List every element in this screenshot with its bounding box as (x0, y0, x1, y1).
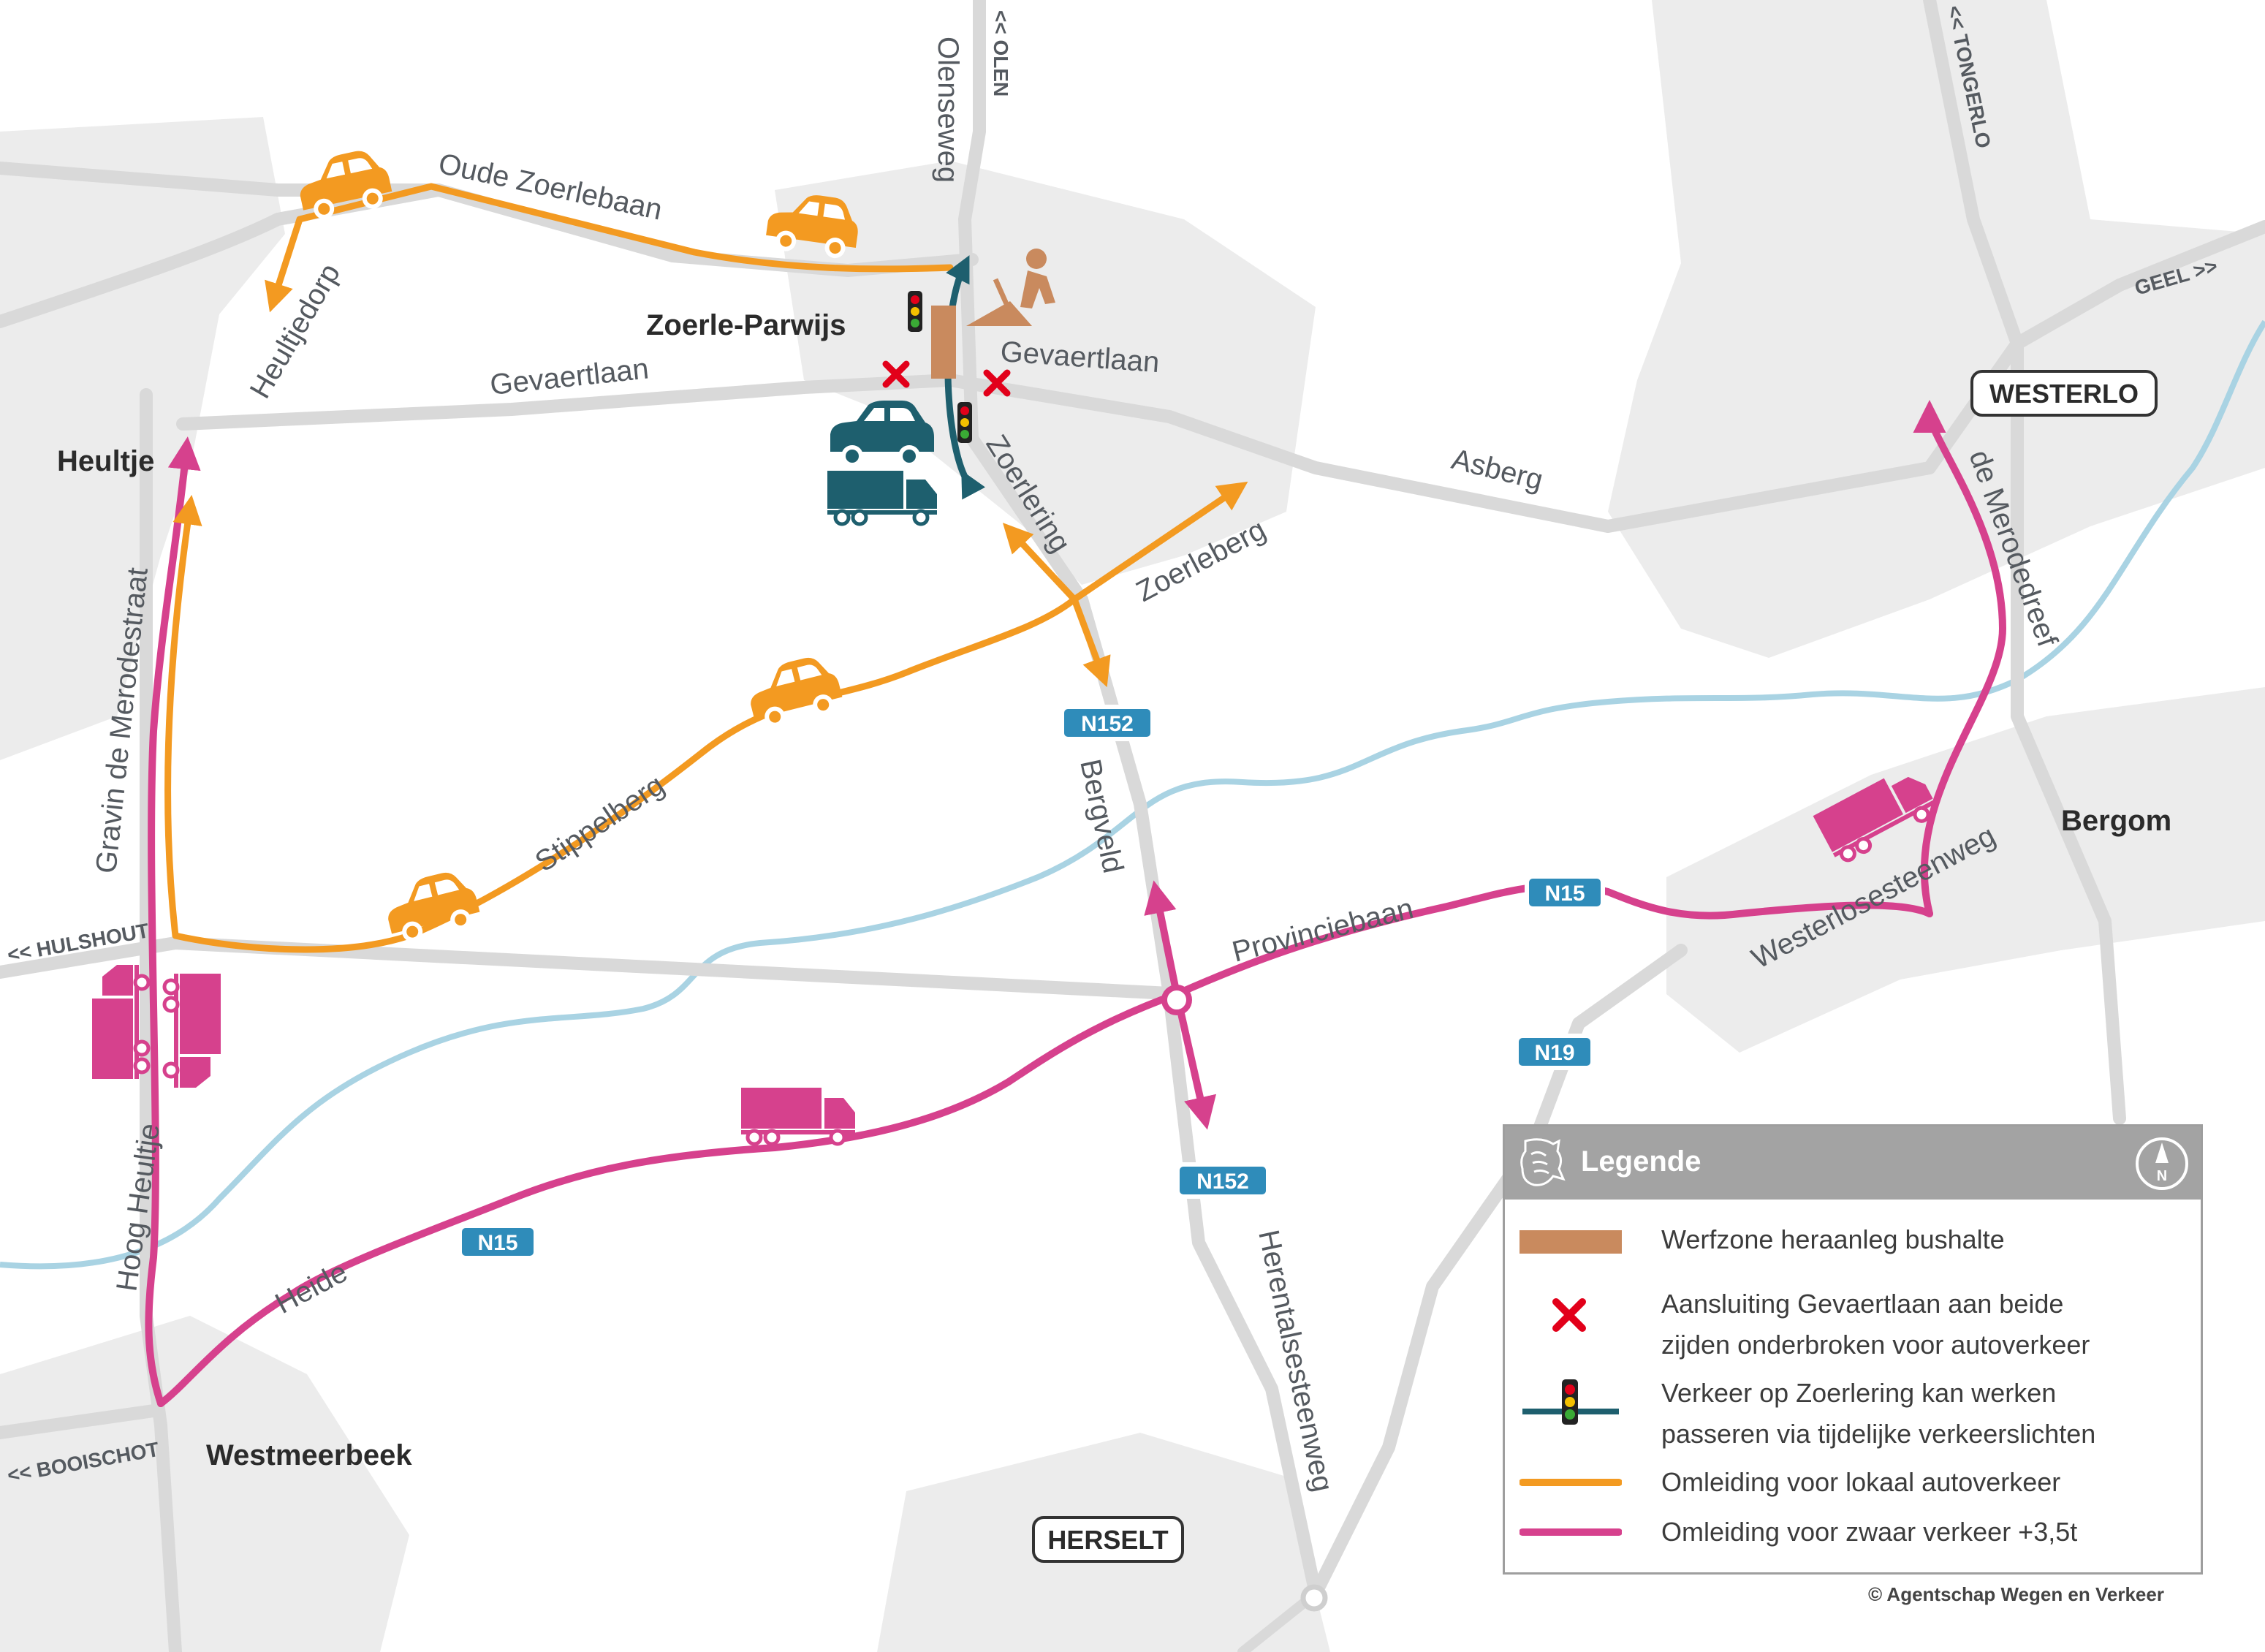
truck-icon-n15 (741, 1088, 855, 1144)
legend-text-local-detour: Omleiding voor lokaal autoverkeer (1661, 1467, 2061, 1497)
legend-text-heavy-detour: Omleiding voor zwaar verkeer +3,5t (1661, 1517, 2078, 1547)
legend-text-traffic-light-2: passeren via tijdelijke verkeerslichten (1661, 1419, 2096, 1449)
street-heide: Heide (270, 1256, 353, 1320)
legend-text-closure-1: Aansluiting Gevaertlaan aan beide (1661, 1289, 2064, 1319)
svg-text:WESTERLO: WESTERLO (1989, 379, 2139, 409)
street-heultjedorp: Heultjedorp (244, 258, 346, 403)
closure-cross-east (983, 369, 1011, 397)
legend-text-closure-2: zijden onderbroken voor autoverkeer (1661, 1330, 2090, 1360)
svg-text:N152: N152 (1196, 1170, 1249, 1194)
street-olenseweg: Olenseweg (932, 37, 964, 183)
svg-text:N152: N152 (1081, 712, 1134, 736)
legend-panel: Legende N Werfzone heraanleg bushalte Aa… (1503, 1124, 2203, 1575)
red-cross-icon (1552, 1298, 1586, 1332)
route-badge-n15-west: N15 (458, 1224, 538, 1260)
teal-car-icon (830, 401, 934, 467)
svg-text:N19: N19 (1534, 1041, 1574, 1065)
traffic-light-icon-south (957, 402, 972, 443)
north-letter: N (2157, 1168, 2167, 1184)
street-stippelberg: Stippelberg (529, 769, 669, 879)
legend-header: Legende N (1505, 1126, 2201, 1200)
street-asberg: Asberg (1449, 443, 1547, 496)
town-box-westerlo: WESTERLO (1970, 370, 2158, 417)
place-zoerle-parwijs: Zoerle-Parwijs (646, 309, 846, 341)
direction-olen: << OLEN (990, 10, 1012, 96)
place-westmeerbeek: Westmeerbeek (206, 1439, 412, 1471)
street-herentalsesteenweg: Herentalsesteenweg (1252, 1227, 1339, 1495)
route-badge-n19: N19 (1514, 1034, 1595, 1070)
heavy-traffic-detour (145, 400, 2006, 1407)
svg-text:N15: N15 (1544, 882, 1585, 906)
svg-text:N15: N15 (477, 1231, 517, 1255)
worksite-zone (931, 306, 956, 379)
closure-cross-west (882, 360, 910, 388)
place-bergom: Bergom (2061, 805, 2171, 837)
roundabout (1161, 985, 1192, 1015)
svg-text:HERSELT: HERSELT (1047, 1525, 1168, 1555)
local-car-detour (164, 183, 1248, 953)
traffic-light-icon-north (908, 291, 922, 332)
street-provinciebaan: Provinciebaan (1229, 893, 1417, 969)
legend-text-traffic-light-1: Verkeer op Zoerlering kan werken (1661, 1378, 2057, 1408)
worksite-swatch-icon (1520, 1230, 1622, 1254)
legend-title: Legende (1581, 1145, 1701, 1178)
magenta-line-icon (1520, 1528, 1622, 1536)
legend-text-worksite: Werfzone heraanleg bushalte (1661, 1224, 2005, 1254)
flemish-lion-icon (1520, 1138, 1566, 1186)
truck-icon-heultje-right (164, 974, 221, 1088)
route-badge-n152-south: N152 (1175, 1162, 1270, 1199)
street-gevaertlaan-west: Gevaertlaan (488, 352, 650, 401)
town-box-herselt: HERSELT (1032, 1516, 1184, 1563)
roundabout-south (1300, 1584, 1328, 1612)
north-arrow-icon: N (2136, 1137, 2188, 1190)
road-worker-icon (966, 249, 1055, 326)
route-badge-n152-north: N152 (1060, 705, 1155, 741)
street-bergveld: Bergveld (1074, 757, 1129, 876)
route-badge-n15-east: N15 (1525, 874, 1605, 911)
traffic-light-icon (1522, 1379, 1619, 1425)
car-icon-stippelberg-south (380, 866, 483, 947)
place-heultje: Heultje (57, 445, 154, 477)
copyright: © Agentschap Wegen en Verkeer (1868, 1583, 2164, 1605)
orange-line-icon (1520, 1479, 1622, 1486)
teal-truck-icon (827, 471, 937, 526)
